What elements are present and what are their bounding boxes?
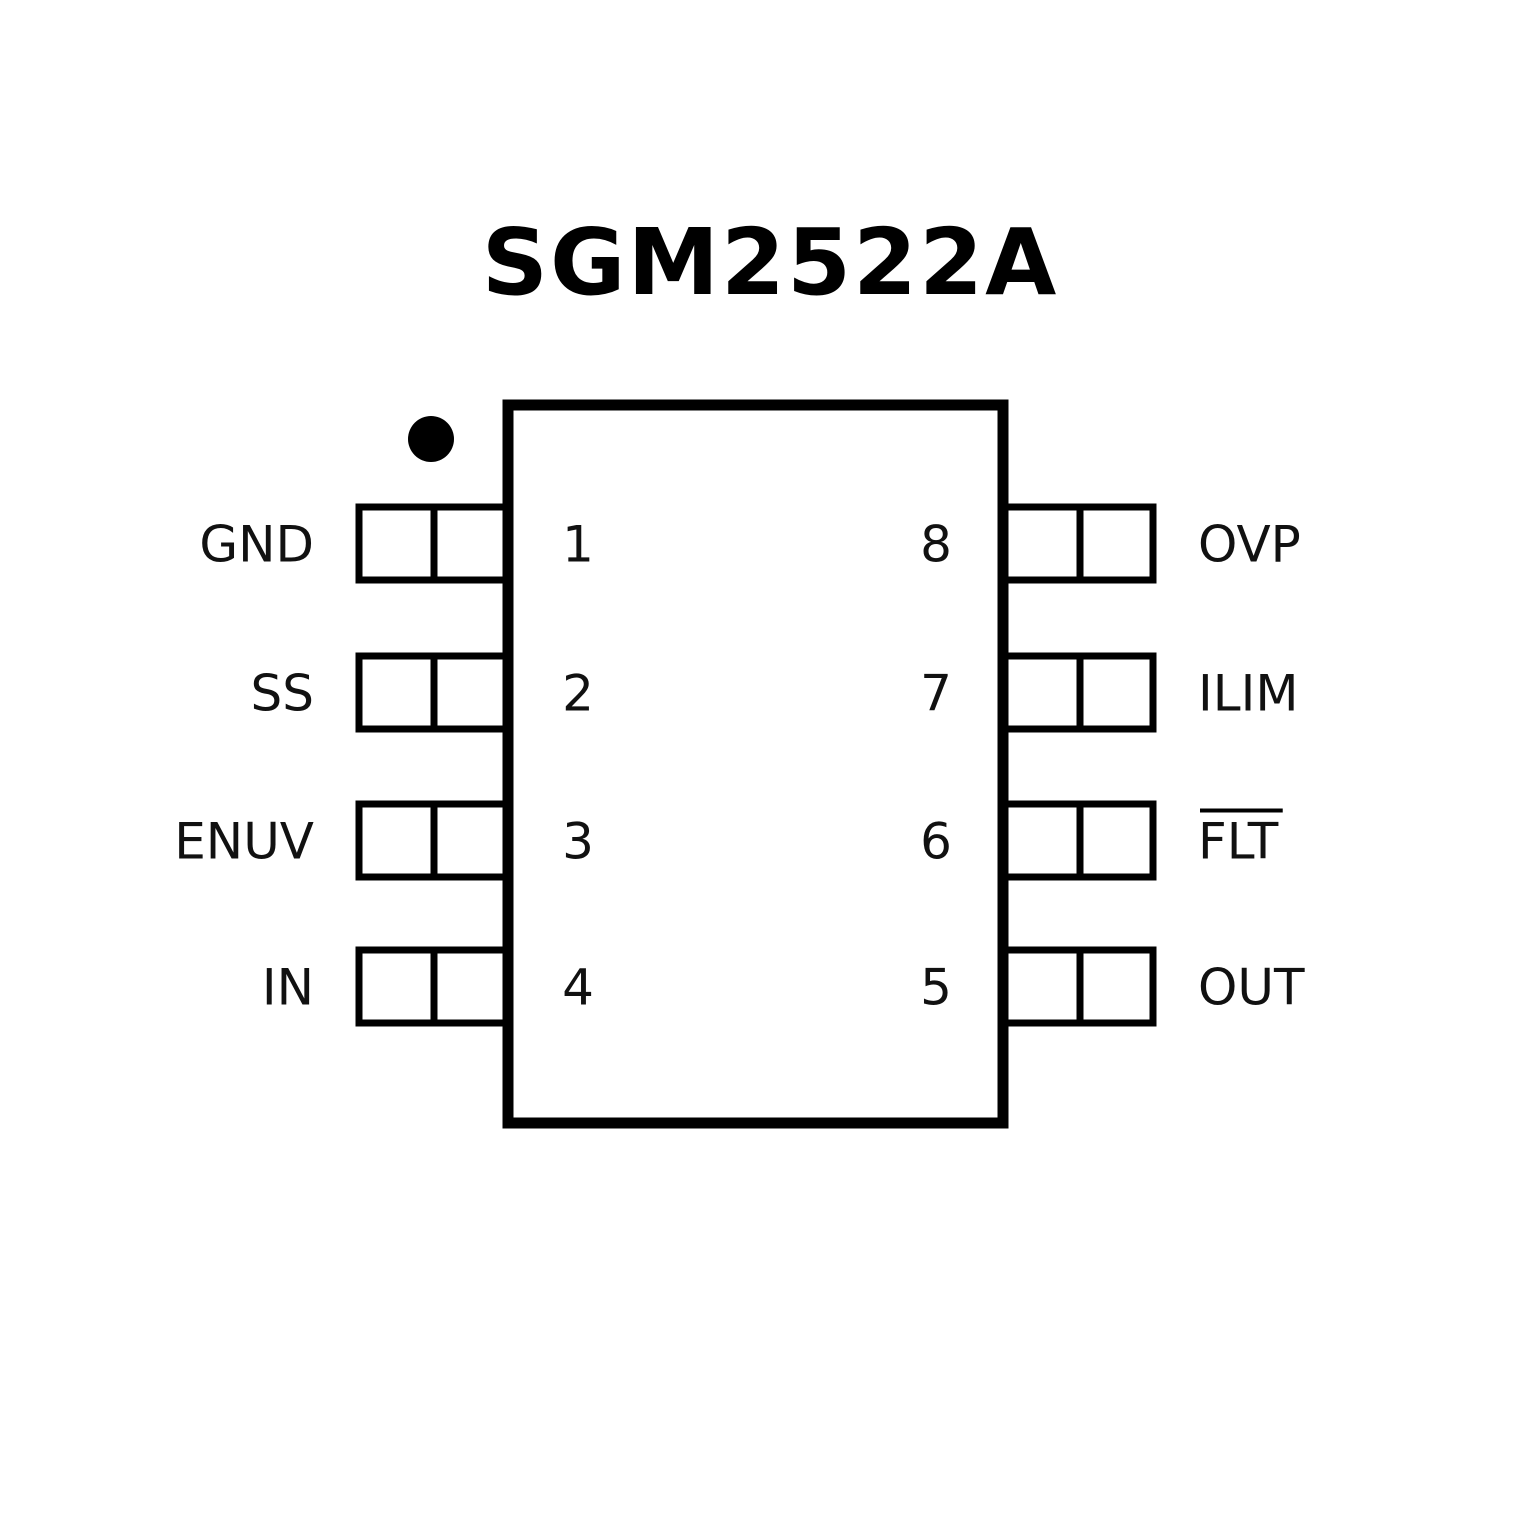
pin-7: 7 ILIM — [920, 652, 1299, 733]
pin-name: OVP — [1198, 516, 1301, 574]
ic-body-outline — [502, 399, 1009, 1129]
pin-5: 5 OUT — [920, 946, 1305, 1027]
pin-number: 1 — [562, 516, 594, 574]
pin-6: 6 FLT — [920, 800, 1283, 881]
pin-number: 6 — [920, 813, 952, 871]
pin-name: GND — [199, 516, 314, 574]
pin-name: ENUV — [174, 813, 314, 871]
left-pin-group: 1 GND 2 SS 3 ENUV 4 IN — [174, 503, 594, 1027]
pin-number: 2 — [562, 665, 594, 723]
pin-number: 8 — [920, 516, 952, 574]
pin-1: 1 GND — [199, 503, 594, 584]
pin-3: 3 ENUV — [174, 800, 594, 881]
right-pin-group: 8 OVP 7 ILIM 6 FLT 5 OUT — [920, 503, 1305, 1027]
pin-8: 8 OVP — [920, 503, 1301, 584]
pin-number: 5 — [920, 959, 952, 1017]
pin-name: OUT — [1198, 959, 1305, 1017]
part-title: SGM2522A — [482, 209, 1059, 316]
pin-name: SS — [251, 665, 314, 723]
pin-2: 2 SS — [251, 652, 594, 733]
pin-number: 3 — [562, 813, 594, 871]
pin1-marker-dot — [408, 416, 454, 462]
pin-4: 4 IN — [262, 946, 594, 1027]
pin-name: IN — [262, 959, 314, 1017]
pin-number: 7 — [920, 665, 952, 723]
pin-name: ILIM — [1198, 665, 1299, 723]
pin-number: 4 — [562, 959, 594, 1017]
pin-name: FLT — [1198, 813, 1279, 871]
